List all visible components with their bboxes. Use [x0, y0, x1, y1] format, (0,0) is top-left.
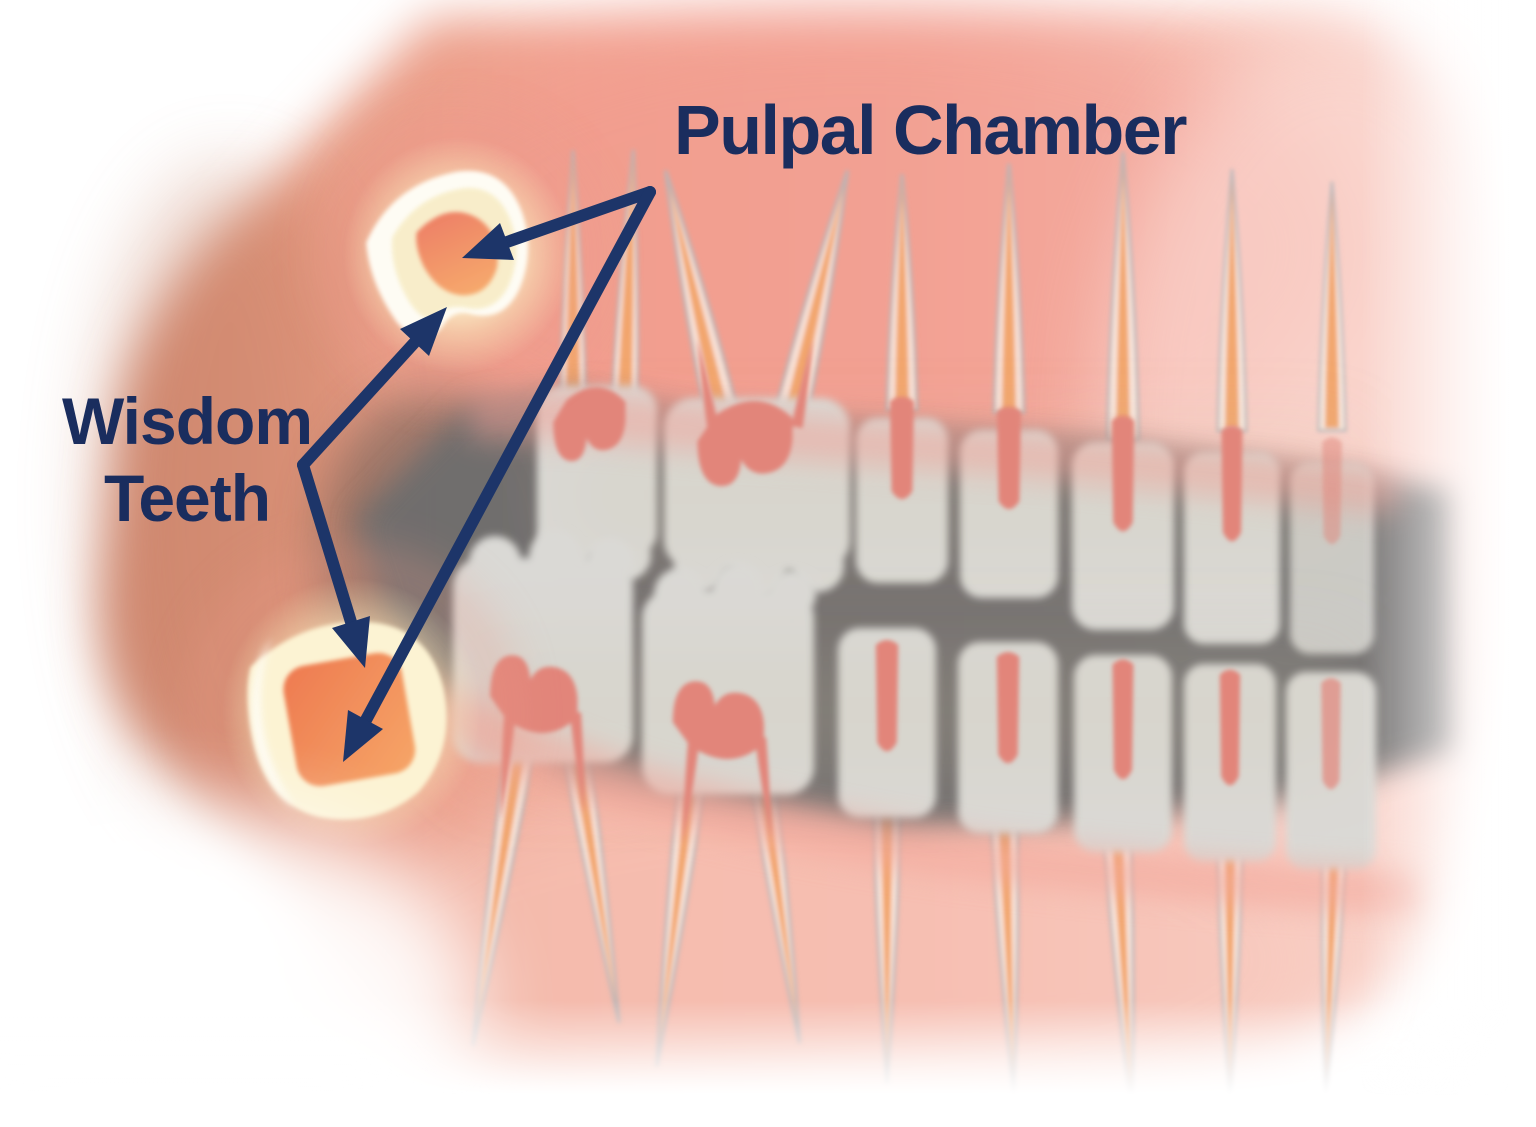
arrow-wisdom-to-upper-tooth [297, 307, 447, 471]
arrow-pulpal-to-lower-wisdom [343, 186, 656, 762]
pulpal-chamber-label: Pulpal Chamber [674, 91, 1187, 169]
arrow-pulpal-to-upper-wisdom [462, 186, 656, 260]
lower-teeth-crowns [453, 530, 1376, 870]
lower-wisdom-enamel-highlight [251, 638, 297, 810]
upper-wisdom-aura [320, 117, 596, 393]
bottom-fade [0, 1000, 1536, 1127]
lower-gumline [430, 680, 1420, 915]
right-fade [1360, 0, 1536, 1127]
wisdom-teeth-label: Wisdom Teeth [61, 384, 313, 535]
annotation-arrows [297, 186, 656, 762]
arrow-wisdom-to-lower-tooth [297, 459, 370, 668]
upper-wisdom-pulp [416, 212, 498, 296]
upper-wisdom-tooth [320, 117, 596, 393]
upper-gumline [470, 389, 1400, 515]
